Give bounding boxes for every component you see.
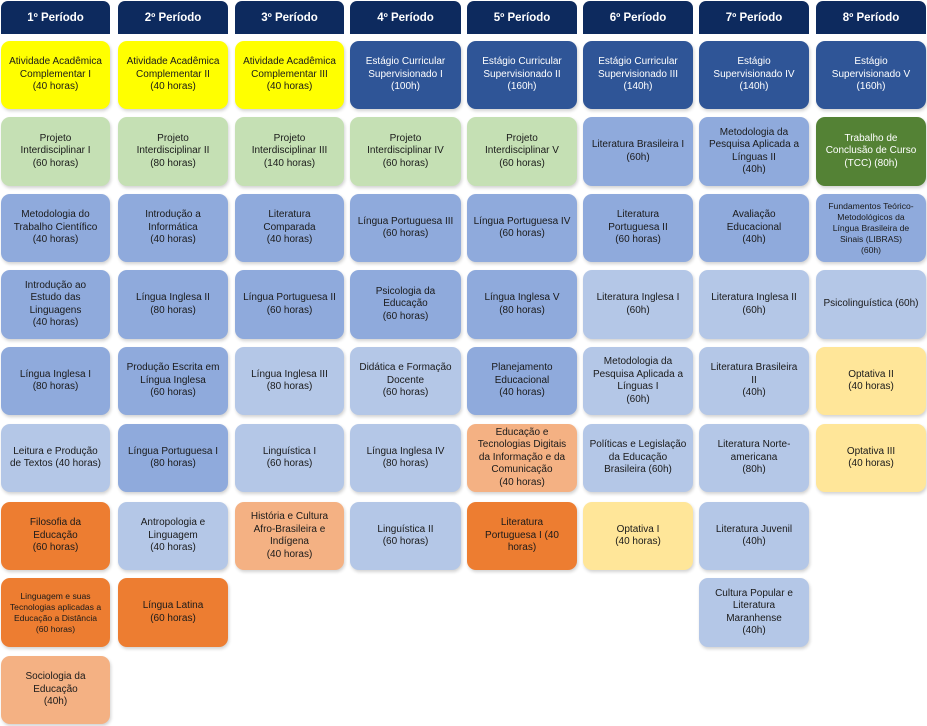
period-header-3: 3º Período: [235, 1, 344, 34]
course-card: Estágio Curricular Supervisionado II (16…: [467, 41, 577, 109]
course-card: Projeto Interdisciplinar V (60 horas): [467, 117, 577, 186]
course-card: Leitura e Produção de Textos (40 horas): [1, 424, 110, 492]
course-card: Projeto Interdisciplinar III (140 horas): [235, 117, 344, 186]
course-card: Língua Portuguesa I (80 horas): [118, 424, 228, 492]
period-header-4: 4º Período: [350, 1, 461, 34]
course-card: Atividade Acadêmica Complementar I (40 h…: [1, 41, 110, 109]
course-card: Introdução ao Estudo das Linguagens (40 …: [1, 270, 110, 339]
course-card: Trabalho de Conclusão de Curso (TCC) (80…: [816, 117, 926, 186]
period-header-6: 6º Período: [583, 1, 693, 34]
course-card: Educação e Tecnologias Digitais da Infor…: [467, 424, 577, 492]
course-card: Psicolinguística (60h): [816, 270, 926, 339]
course-card: Literatura Norte- americana (80h): [699, 424, 809, 492]
course-card: Metodologia do Trabalho Científico (40 h…: [1, 194, 110, 262]
period-header-2: 2º Período: [118, 1, 228, 34]
period-header-5: 5º Período: [467, 1, 577, 34]
course-card: Língua Inglesa II (80 horas): [118, 270, 228, 339]
course-card: Metodologia da Pesquisa Aplicada a Língu…: [699, 117, 809, 186]
course-card: Língua Inglesa V (80 horas): [467, 270, 577, 339]
course-card: Língua Inglesa III (80 horas): [235, 347, 344, 415]
course-card: Língua Portuguesa III (60 horas): [350, 194, 461, 262]
course-card: Filosofia da Educação (60 horas): [1, 502, 110, 570]
course-card: Optativa I (40 horas): [583, 502, 693, 570]
course-card: Língua Portuguesa II (60 horas): [235, 270, 344, 339]
course-card: Cultura Popular e Literatura Maranhense …: [699, 578, 809, 647]
course-card: Literatura Portuguesa I (40 horas): [467, 502, 577, 570]
course-card: Optativa III (40 horas): [816, 424, 926, 492]
course-card: Literatura Inglesa II (60h): [699, 270, 809, 339]
course-card: Planejamento Educacional (40 horas): [467, 347, 577, 415]
course-card: Psicologia da Educação (60 horas): [350, 270, 461, 339]
course-card: Estágio Supervisionado IV (140h): [699, 41, 809, 109]
course-card: Língua Inglesa I (80 horas): [1, 347, 110, 415]
course-card: Linguística I (60 horas): [235, 424, 344, 492]
course-card: Língua Latina (60 horas): [118, 578, 228, 647]
course-card: Literatura Juvenil (40h): [699, 502, 809, 570]
course-card: Literatura Comparada (40 horas): [235, 194, 344, 262]
course-card: Optativa II (40 horas): [816, 347, 926, 415]
course-card: Língua Portuguesa IV (60 horas): [467, 194, 577, 262]
course-card: Língua Inglesa IV (80 horas): [350, 424, 461, 492]
course-card: Didática e Formação Docente (60 horas): [350, 347, 461, 415]
course-card: Estágio Supervisionado V (160h): [816, 41, 926, 109]
course-card: Literatura Brasileira I (60h): [583, 117, 693, 186]
course-card: Fundamentos Teórico- Metodológicos da Lí…: [816, 194, 926, 262]
course-card: Literatura Portuguesa II (60 horas): [583, 194, 693, 262]
course-card: Atividade Acadêmica Complementar II (40 …: [118, 41, 228, 109]
course-card: Políticas e Legislação da Educação Brasi…: [583, 424, 693, 492]
period-header-1: 1º Período: [1, 1, 110, 34]
course-card: Estágio Curricular Supervisionado III (1…: [583, 41, 693, 109]
course-card: Projeto Interdisciplinar I (60 horas): [1, 117, 110, 186]
course-card: Produção Escrita em Língua Inglesa (60 h…: [118, 347, 228, 415]
period-header-7: 7º Período: [699, 1, 809, 34]
course-card: Literatura Brasileira II (40h): [699, 347, 809, 415]
course-card: História e Cultura Afro-Brasileira e Ind…: [235, 502, 344, 570]
course-card: Projeto Interdisciplinar IV (60 horas): [350, 117, 461, 186]
course-card: Introdução a Informática (40 horas): [118, 194, 228, 262]
course-card: Antropologia e Linguagem (40 horas): [118, 502, 228, 570]
course-card: Sociologia da Educação (40h): [1, 656, 110, 724]
course-card: Metodologia da Pesquisa Aplicada a Língu…: [583, 347, 693, 415]
course-card: Estágio Curricular Supervisionado I (100…: [350, 41, 461, 109]
course-card: Avaliação Educacional (40h): [699, 194, 809, 262]
course-card: Linguagem e suas Tecnologias aplicadas a…: [1, 578, 110, 647]
period-header-8: 8º Período: [816, 1, 926, 34]
course-card: Literatura Inglesa I (60h): [583, 270, 693, 339]
course-card: Projeto Interdisciplinar II (80 horas): [118, 117, 228, 186]
course-card: Linguística II (60 horas): [350, 502, 461, 570]
course-card: Atividade Acadêmica Complementar III (40…: [235, 41, 344, 109]
